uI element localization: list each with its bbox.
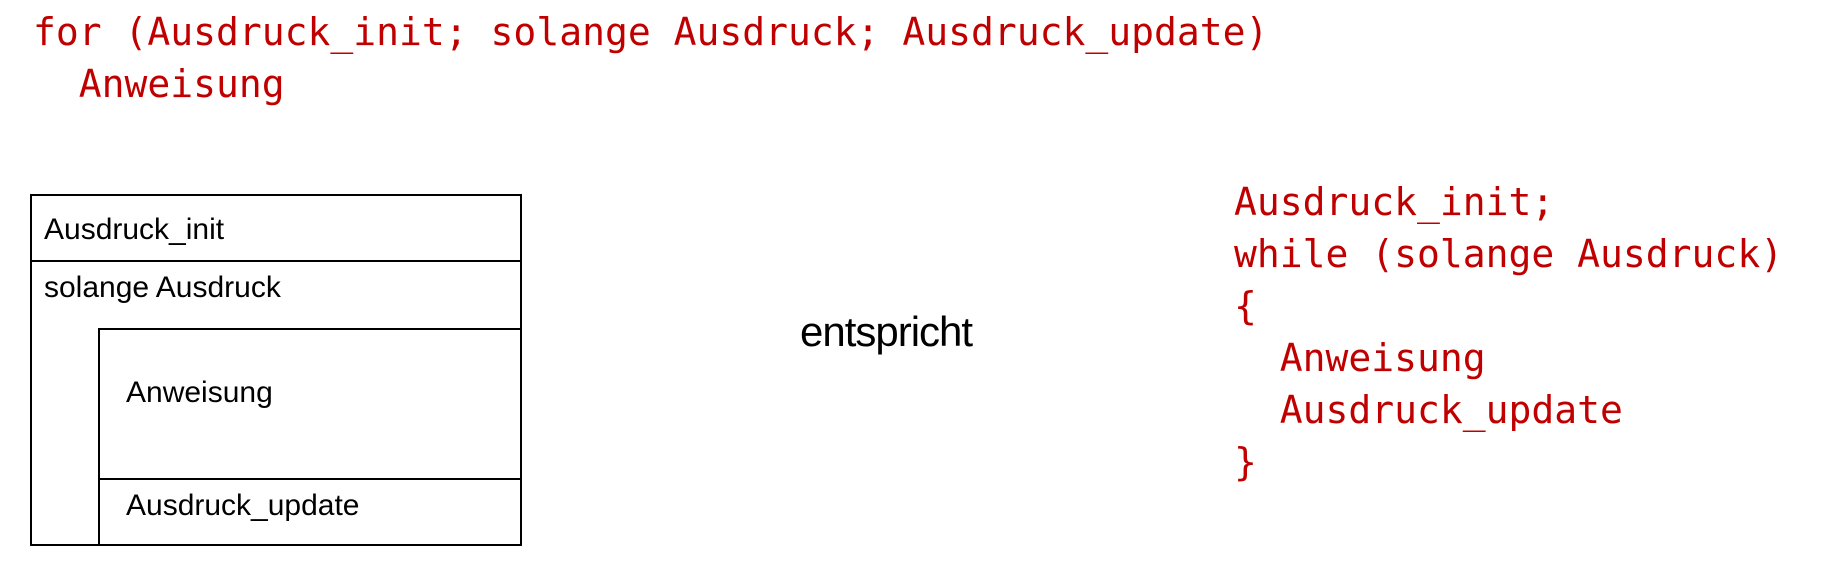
init-label: Ausdruck_init <box>44 213 225 246</box>
equivalence-label: entspricht <box>800 308 973 355</box>
while-loop-code: Ausdruck_init;while (solange Ausdruck){ … <box>1234 176 1783 488</box>
code-line: while (solange Ausdruck) <box>1234 232 1784 276</box>
loop-condition-block: solange Ausdruck <box>32 262 520 328</box>
code-line: Ausdruck_init; <box>1234 180 1555 224</box>
nassi-shneiderman-diagram: Ausdruck_init solange Ausdruck Anweisung… <box>30 194 522 546</box>
init-block: Ausdruck_init <box>32 196 520 262</box>
code-line: for (Ausdruck_init; solange Ausdruck; Au… <box>33 10 1269 54</box>
code-line: Anweisung <box>33 62 285 106</box>
loop-body: Anweisung Ausdruck_update <box>98 328 520 544</box>
update-label: Ausdruck_update <box>126 489 360 522</box>
code-line: Anweisung <box>1234 336 1486 380</box>
update-block: Ausdruck_update <box>100 476 520 544</box>
code-line: { <box>1234 284 1257 328</box>
statement-label: Anweisung <box>126 376 273 409</box>
code-line: } <box>1234 440 1257 484</box>
condition-label: solange Ausdruck <box>44 271 281 304</box>
statement-block: Anweisung <box>100 330 520 480</box>
for-loop-code: for (Ausdruck_init; solange Ausdruck; Au… <box>33 6 1268 110</box>
code-line: Ausdruck_update <box>1234 388 1623 432</box>
